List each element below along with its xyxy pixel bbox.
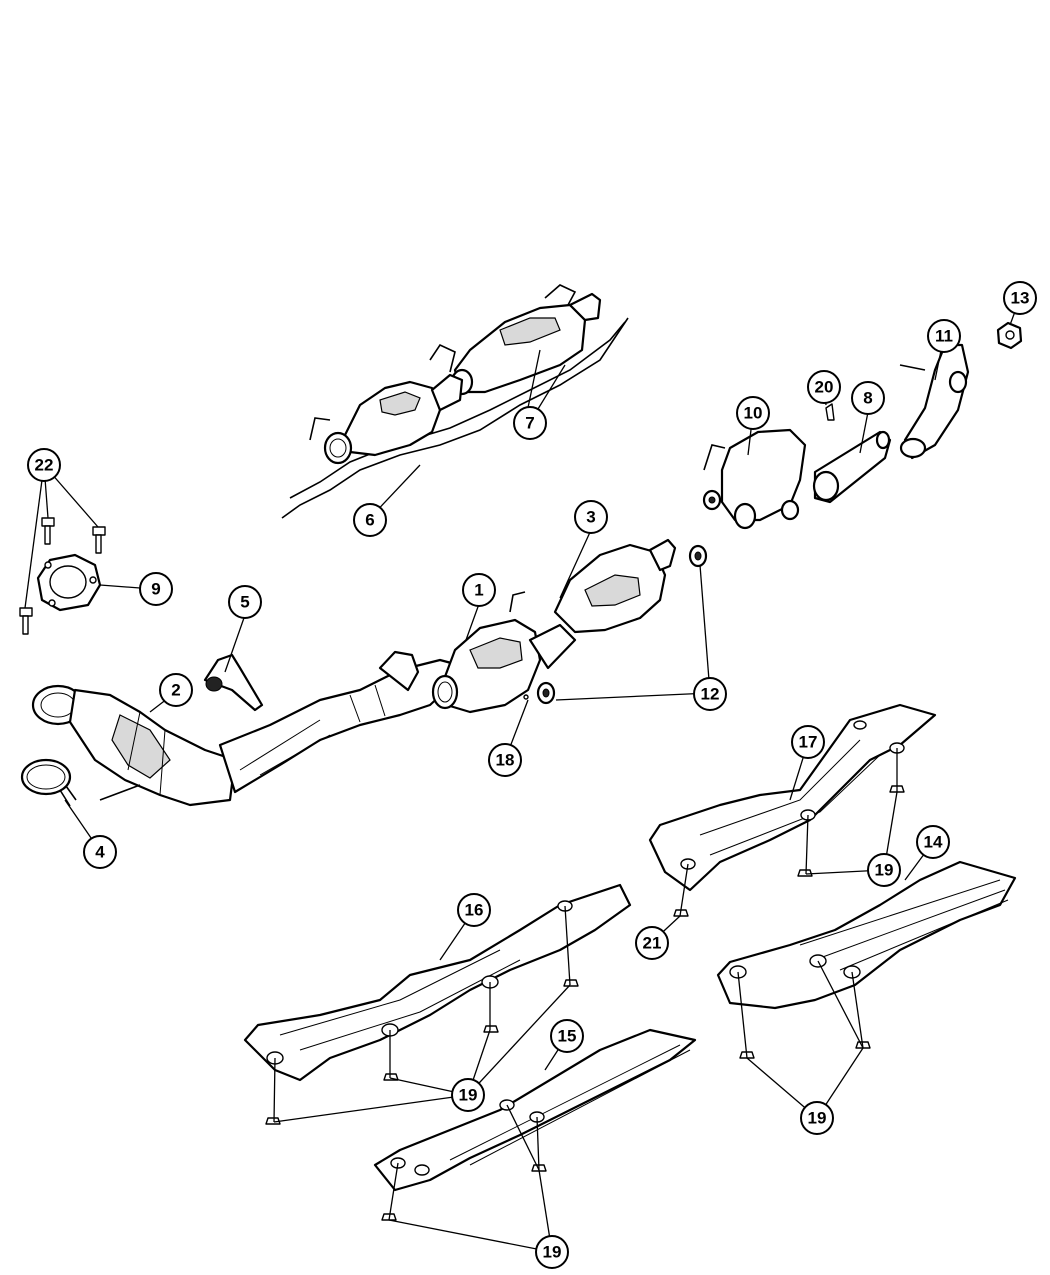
- callout-3: 3: [574, 500, 608, 534]
- svg-text:19: 19: [543, 1243, 562, 1262]
- svg-text:18: 18: [496, 751, 515, 770]
- heat-shield-17: [648, 703, 937, 892]
- svg-text:19: 19: [459, 1086, 478, 1105]
- svg-text:2: 2: [171, 681, 180, 700]
- callout-19-bottom: 19: [535, 1235, 569, 1269]
- callout-16: 16: [457, 893, 491, 927]
- bolts-19: [265, 785, 905, 1221]
- callout-21: 21: [635, 926, 669, 960]
- hanger-bracket-5: [203, 653, 264, 712]
- svg-text:10: 10: [744, 404, 763, 423]
- tail-pipe-8: [812, 430, 892, 504]
- gasket-9-and-bolts-22: [19, 517, 106, 635]
- svg-text:19: 19: [875, 861, 894, 880]
- callout-6: 6: [353, 503, 387, 537]
- svg-text:6: 6: [365, 511, 374, 530]
- svg-text:13: 13: [1011, 289, 1030, 308]
- clamp-4: [20, 758, 77, 807]
- callout-14: 14: [916, 825, 950, 859]
- svg-text:19: 19: [808, 1109, 827, 1128]
- svg-text:11: 11: [935, 327, 953, 346]
- svg-text:7: 7: [525, 414, 534, 433]
- svg-text:12: 12: [701, 685, 720, 704]
- heat-shield-16: [243, 883, 632, 1082]
- svg-text:5: 5: [240, 593, 249, 612]
- svg-text:14: 14: [924, 833, 943, 852]
- svg-text:1: 1: [474, 581, 483, 600]
- heat-shield-14: [716, 860, 1017, 1010]
- svg-text:4: 4: [95, 843, 105, 862]
- callout-22: 22: [27, 448, 61, 482]
- svg-text:17: 17: [799, 733, 818, 752]
- svg-text:21: 21: [643, 934, 662, 953]
- svg-text:16: 16: [465, 901, 484, 920]
- callout-11: 11: [927, 319, 961, 353]
- callout-13: 13: [1003, 281, 1037, 315]
- svg-text:8: 8: [863, 389, 872, 408]
- callout-19-right-bottom: 19: [800, 1101, 834, 1135]
- callout-19-left: 19: [451, 1078, 485, 1112]
- callout-10: 10: [736, 396, 770, 430]
- callout-5: 5: [228, 585, 262, 619]
- callout-1: 1: [462, 573, 496, 607]
- callout-7: 7: [513, 406, 547, 440]
- tail-pipe-11: [899, 343, 970, 460]
- top-converter-assembly: [281, 284, 629, 519]
- nut-13: [996, 321, 1023, 350]
- fastener-20: [825, 403, 835, 421]
- callout-20: 20: [807, 370, 841, 404]
- svg-text:20: 20: [815, 378, 834, 397]
- callout-19-right-top: 19: [867, 853, 901, 887]
- callout-2: 2: [159, 673, 193, 707]
- svg-text:3: 3: [586, 508, 595, 527]
- callout-4: 4: [83, 835, 117, 869]
- main-exhaust-pipe: [31, 538, 677, 807]
- callout-8: 8: [851, 381, 885, 415]
- callout-9: 9: [139, 572, 173, 606]
- isolators-12: [536, 544, 708, 705]
- callout-12: 12: [693, 677, 727, 711]
- muffler-10: [702, 428, 807, 530]
- svg-text:22: 22: [35, 456, 54, 475]
- callout-18: 18: [488, 743, 522, 777]
- callout-17: 17: [791, 725, 825, 759]
- svg-text:9: 9: [151, 580, 160, 599]
- callout-15: 15: [550, 1019, 584, 1053]
- svg-text:15: 15: [558, 1027, 577, 1046]
